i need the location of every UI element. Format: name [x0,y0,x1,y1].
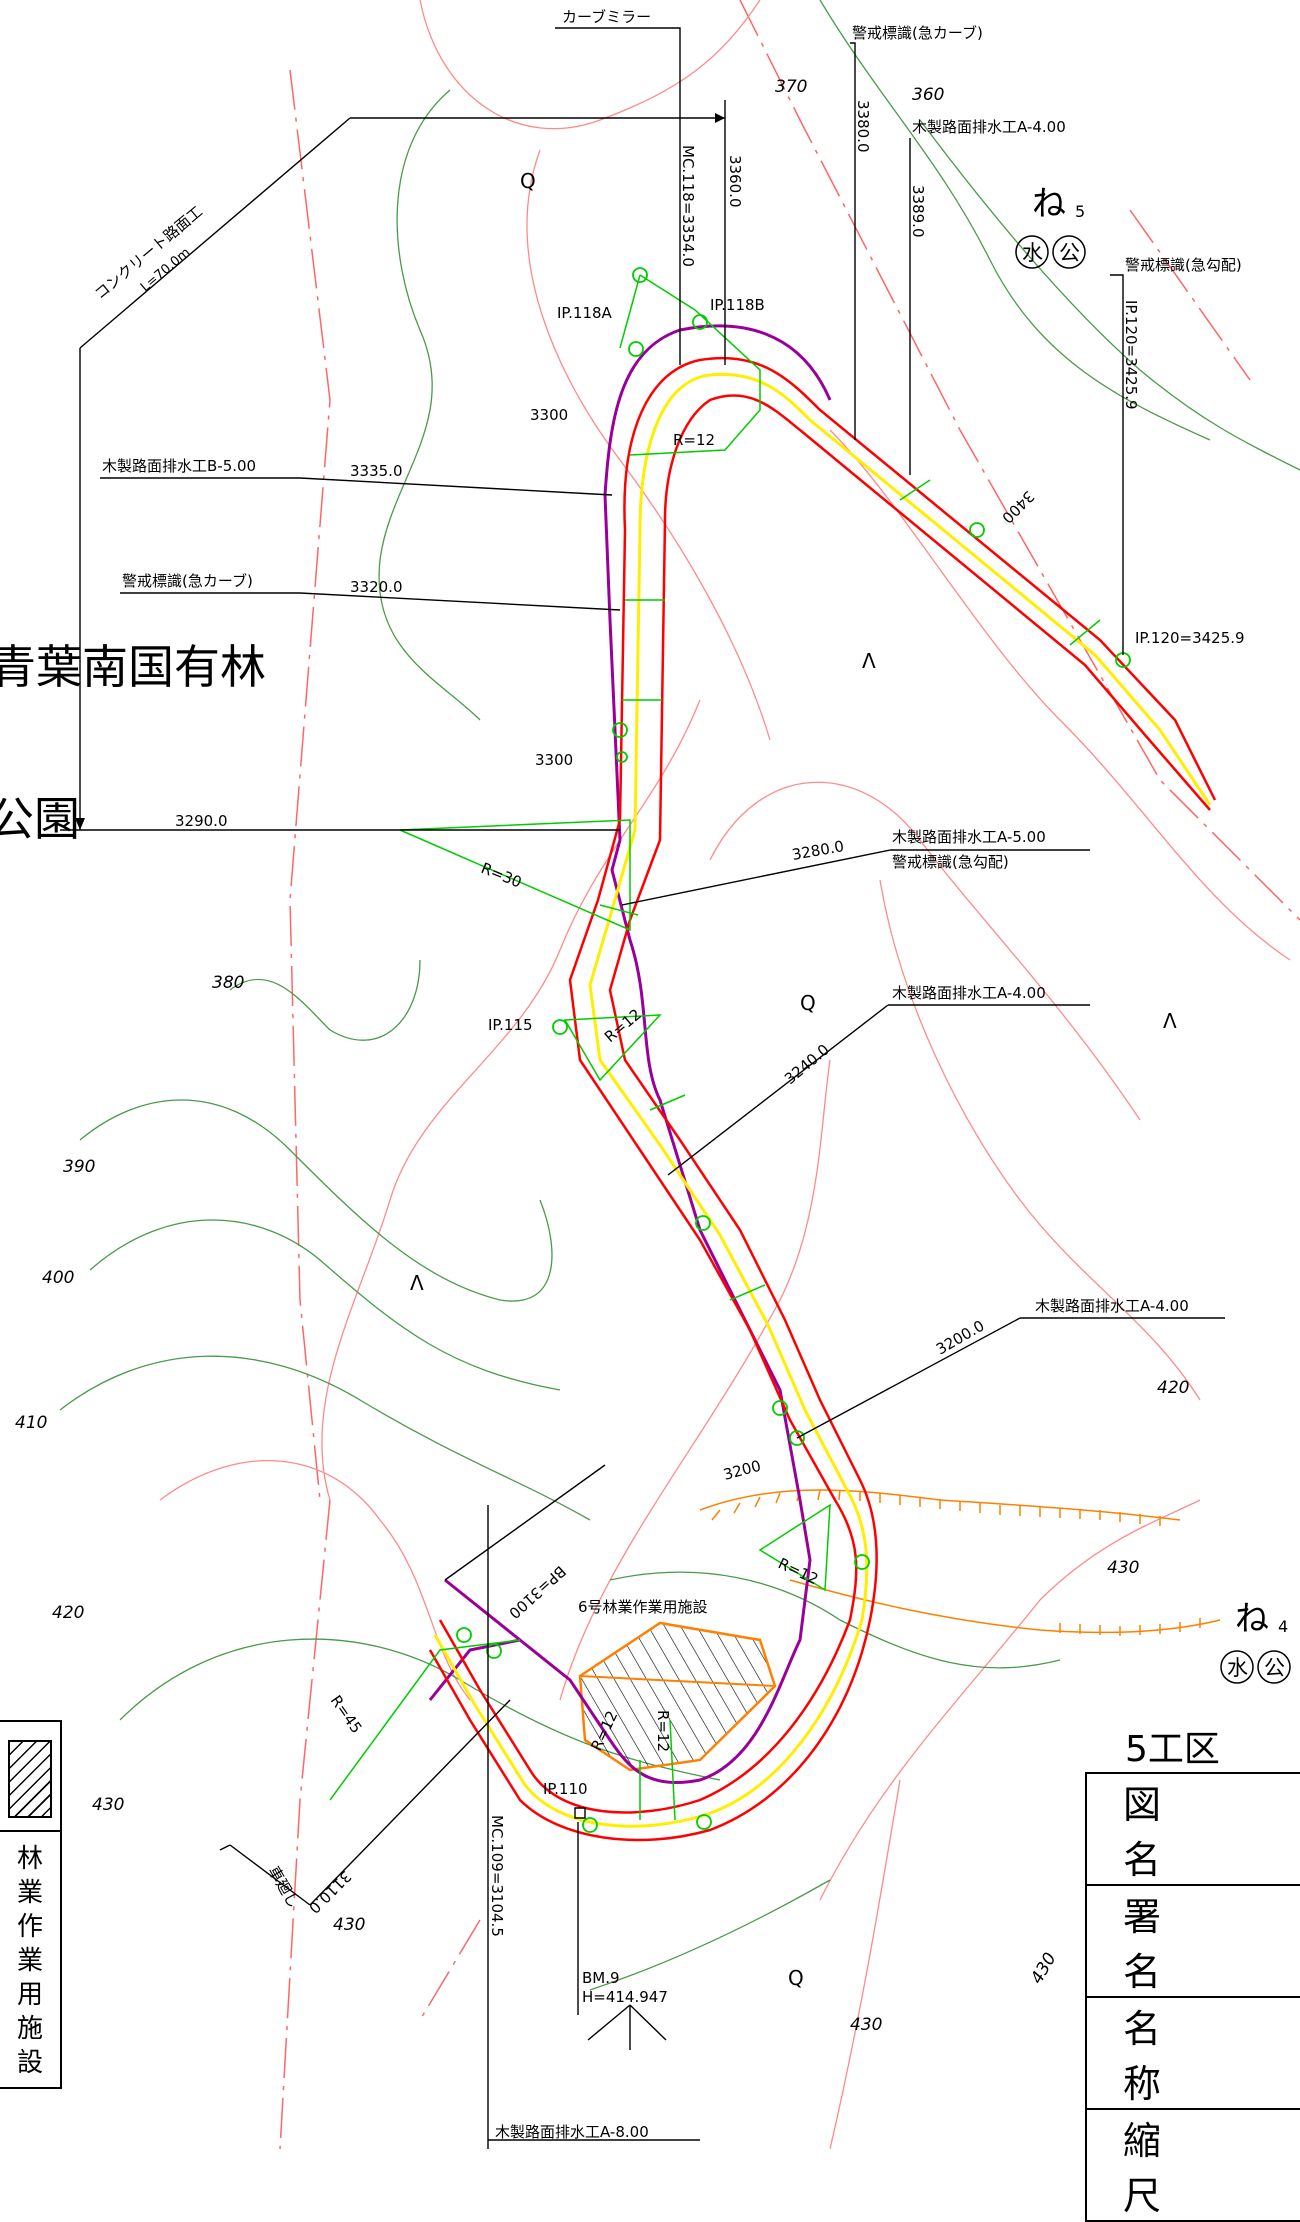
ip120-vertical-label: IP.120=3425.9 [1122,300,1140,410]
public-mark: 公 [1059,241,1080,265]
contour-label: 420 [52,1603,84,1623]
warning-curve-left-label: 警戒標識(急カーブ) [122,572,253,590]
forest-road-plan-map: カーブミラー 警戒標識(急カーブ) 木製路面排水工A-4.00 警戒標識(急勾配… [0,0,1300,2149]
conifer-tree-symbol: Λ [410,1271,424,1295]
drain-a500-label: 木製路面排水工A-5.00 [892,828,1046,846]
drain-a400-lower-label: 木製路面排水工A-4.00 [1035,1297,1189,1315]
concrete-leader [79,117,351,349]
contour-label: 400 [42,1268,74,1288]
svg-text:4: 4 [1278,1617,1288,1636]
contour-label: 420 [1157,1378,1189,1398]
title-block: 図名 署名 名称 縮尺 [1085,1772,1300,2222]
station-3200-label: 3200.0 [933,1317,987,1359]
radius-r12-top: R=12 [673,431,715,449]
radius-r12-mid: R=12 [601,1005,645,1046]
svg-text:ね: ね [1235,1599,1269,1639]
mc109-label: MC.109=3104.5 [488,1815,506,1937]
radius-r12-inner-b: R=12 [654,1710,672,1752]
title-row-project-name: 名称 [1085,1996,1300,2110]
benchmark-name: BM.9 [582,1969,620,1987]
contour-label: 370 [775,77,807,97]
contour-label: 430 [1107,1558,1139,1578]
contour-label: 380 [212,973,244,993]
forest-name: 青葉南国有林 [0,640,266,694]
svg-text:5: 5 [1075,202,1085,221]
road-centerline [433,372,1212,1828]
route-3300b-label: 3300 [535,751,573,769]
ip115-label: IP.115 [488,1016,533,1034]
radius-r45: R=45 [327,1692,366,1737]
svg-text:ね: ね [1032,184,1066,224]
warning-steep-top-label: 警戒標識(急勾配) [1125,256,1242,274]
broadleaf-tree-symbol: Q [520,169,536,193]
leader-lines [60,27,1225,2149]
station-3360-label: 3360.0 [726,155,744,208]
station-3290-label: 3290.0 [175,812,228,830]
ip118b-label: IP.118B [710,296,765,314]
forestry-facility-area [578,1621,777,1772]
bp-label: BP=3100 [505,1562,569,1622]
station-3280-label: 3280.0 [791,837,846,864]
curve-mirror-label: カーブミラー [562,8,651,26]
station-3389-label: 3389.0 [909,185,927,238]
station-3320-label: 3320.0 [350,578,403,596]
curve-geometry [329,274,831,1821]
benchmark-height: H=414.947 [582,1988,668,2006]
park-name-fragment: 公園 [0,792,80,846]
contour-label: 430 [850,2015,882,2035]
route-3300-label: 3300 [530,406,568,424]
title-row-scale: 縮尺 [1085,2108,1300,2222]
legend-box: 林 業 作 業 用 施 設 [0,1720,62,2089]
road-edges [428,356,1217,1842]
contour-lines-green [59,0,1300,1991]
ip120-label: IP.120=3425.9 [1135,629,1245,647]
title-row-office-name: 署名 [1085,1884,1300,1998]
contour-label: 410 [15,1413,47,1433]
drain-a800-bottom-label: 木製路面排水工A-8.00 [495,2123,649,2141]
broadleaf-tree-symbol: Q [788,1966,804,1990]
station-3335-label: 3335.0 [350,462,403,480]
conifer-tree-symbol: Λ [1163,1009,1177,1033]
ip118a-label: IP.118A [557,304,613,322]
ip110-label: IP.110 [543,1780,588,1798]
work-area-label: 5工区 [1125,1729,1220,1770]
contour-label: 360 [912,85,944,105]
warning-steep-mid-label: 警戒標識(急勾配) [892,853,1009,871]
turnaround-label: 車廻し [265,1863,303,1911]
broadleaf-tree-symbol: Q [800,991,816,1015]
legend-label: 林 業 作 業 用 施 設 [16,1844,43,2078]
compartment-ne4: ね 4 水 公 [1220,1599,1291,1684]
drain-a400-mid-label: 木製路面排水工A-4.00 [892,984,1046,1002]
legend-hatch-swatch [8,1740,52,1818]
survey-points [456,267,1131,1833]
conifer-tree-symbol: Λ [862,649,876,673]
warning-sign-top-label: 警戒標識(急カーブ) [852,24,983,42]
route-3200-label: 3200 [721,1457,763,1484]
arrowheads [75,113,725,830]
contour-label: 390 [63,1157,95,1177]
water-mark: 水 [1227,1656,1248,1680]
station-3110-label: 3110.0 [305,1867,355,1917]
contour-label: 430 [92,1795,124,1815]
radius-r30: R=30 [479,859,525,891]
station-ticks [599,479,1101,1301]
drain-b500-label: 木製路面排水工B-5.00 [102,457,256,475]
facility-name-label: 6号林業作業用施設 [578,1598,708,1616]
title-row-drawing-name: 図名 [1085,1772,1300,1886]
public-mark: 公 [1264,1656,1285,1680]
radius-r12-lower: R=12 [775,1554,821,1588]
water-mark: 水 [1022,241,1043,265]
contour-label: 430 [1027,1949,1061,1987]
station-3240-label: 3240.0 [781,1041,833,1089]
contour-label: 430 [333,1915,365,1935]
drain-a400-top-label: 木製路面排水工A-4.00 [912,118,1066,136]
compartment-ne5: ね 5 水 公 [1015,184,1086,269]
mc118-label: MC.118=3354.0 [679,145,697,267]
legend-divider [0,1830,60,1832]
boundary-lines [279,0,1300,2149]
station-3380-label: 3380.0 [854,100,872,153]
